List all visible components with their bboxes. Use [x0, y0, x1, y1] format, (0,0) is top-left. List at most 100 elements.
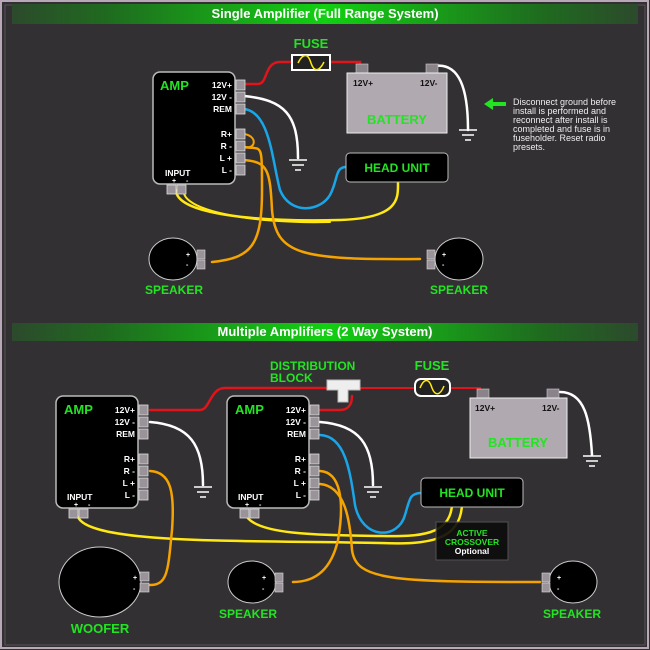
head-unit-1: HEAD UNIT: [345, 152, 449, 183]
amp-ground-wire: [242, 94, 300, 160]
speaker-plus: +: [186, 252, 190, 259]
head-unit-label: HEAD UNIT: [439, 486, 505, 500]
power-wire-amp1: [148, 386, 347, 412]
install-note: Disconnect ground before install is perf…: [513, 97, 619, 152]
head-unit-label: HEAD UNIT: [364, 161, 430, 175]
terminal-rem: REM: [213, 104, 232, 114]
arrow-left-icon: [484, 98, 506, 110]
battery-ground-wire: [432, 64, 470, 132]
speaker-wire-woofer: [148, 469, 174, 587]
input-plus: +: [74, 502, 78, 509]
terminal-l-minus: L -: [125, 490, 135, 500]
terminal-r-plus: R+: [124, 454, 135, 464]
signal-wire-a: [174, 181, 400, 222]
distribution-block-icon: [326, 379, 361, 403]
section1-banner: [12, 4, 638, 24]
speaker-wire-left: [291, 469, 343, 584]
ground-icon: [289, 159, 307, 171]
terminal-12v-plus: 12V+: [212, 80, 232, 90]
section2-title: Multiple Amplifiers (2 Way System): [217, 324, 432, 339]
section1-title: Single Amplifier (Full Range System): [211, 6, 438, 21]
input-label: INPUT: [165, 168, 191, 178]
battery-label: BATTERY: [488, 435, 548, 450]
speaker-wire-right: [242, 158, 422, 261]
terminal-r-plus: R+: [295, 454, 306, 464]
speaker-wire-right: [318, 482, 542, 584]
battery-neg-label: 12V-: [420, 78, 438, 88]
speaker-3: + - SPEAKER: [219, 560, 284, 621]
remote-wire: [318, 433, 422, 534]
input-label: INPUT: [67, 492, 93, 502]
woofer: + - WOOFER: [58, 546, 150, 636]
fuse-label: FUSE: [415, 358, 450, 373]
terminal-l-plus: L +: [294, 478, 306, 488]
ground-icon: [364, 486, 382, 498]
battery-2: 12V+ 12V- BATTERY: [469, 388, 568, 459]
battery-label: BATTERY: [367, 112, 427, 127]
terminal-12v-plus: 12V+: [286, 405, 306, 415]
speaker-label: SPEAKER: [543, 607, 601, 621]
terminal-12v-minus: 12V -: [212, 92, 232, 102]
signal-wire-woofer: [76, 503, 464, 545]
terminal-l-minus: L -: [296, 490, 306, 500]
terminal-rem: REM: [116, 429, 135, 439]
speaker-label: SPEAKER: [219, 607, 277, 621]
amp-label: AMP: [235, 402, 264, 417]
amp-1: AMP 12V+ 12V - REM R+ R - L + L - INPUT …: [152, 71, 246, 195]
crossover-optional: Optional: [455, 546, 489, 556]
battery-pos-label: 12V+: [353, 78, 373, 88]
input-plus: +: [245, 502, 249, 509]
ground-icon: [583, 455, 601, 467]
terminal-12v-minus: 12V -: [286, 417, 306, 427]
signal-wire-b: [182, 189, 331, 224]
head-unit-2: HEAD UNIT: [420, 477, 524, 508]
terminal-12v-plus: 12V+: [115, 405, 135, 415]
terminal-l-plus: L +: [123, 478, 135, 488]
terminal-rem: REM: [287, 429, 306, 439]
speaker-2: + - SPEAKER: [426, 237, 488, 297]
terminal-r-minus: R -: [124, 466, 136, 476]
input-minus: -: [88, 502, 91, 509]
speaker-4: + - SPEAKER: [541, 560, 601, 621]
fuse-label: FUSE: [294, 36, 329, 51]
speaker-minus: -: [442, 262, 445, 269]
power-wire-amp2: [318, 394, 354, 412]
speaker-plus: +: [442, 252, 446, 259]
amp-label: AMP: [160, 78, 189, 93]
ground-icon: [459, 129, 477, 141]
fuse-icon: [414, 378, 451, 397]
battery-1: 12V+ 12V- BATTERY: [346, 63, 448, 134]
woofer-label: WOOFER: [71, 621, 130, 636]
ground-wire-amp1: [148, 420, 205, 487]
speaker-plus: +: [133, 575, 137, 582]
terminal-r-minus: R -: [295, 466, 307, 476]
speaker-plus: +: [557, 575, 561, 582]
remote-wire: [242, 107, 347, 210]
crossover-label: ACTIVE: [456, 528, 488, 538]
section2-banner: [12, 323, 638, 341]
fuse-icon: [291, 54, 331, 71]
amp-woofer: AMP 12V+ 12V - REM R+ R - L + L - INPUT …: [55, 395, 149, 519]
battery-pos-label: 12V+: [475, 403, 495, 413]
speaker-plus: +: [262, 575, 266, 582]
ground-wire-amp2: [318, 420, 375, 487]
amp-speakers: AMP 12V+ 12V - REM R+ R - L + L - INPUT …: [226, 395, 320, 519]
battery-neg-label: 12V-: [542, 403, 560, 413]
speaker-minus: -: [186, 262, 189, 269]
speaker-minus: -: [133, 586, 136, 593]
input-plus: +: [172, 178, 176, 185]
speaker-label: SPEAKER: [145, 283, 203, 297]
speaker-minus: -: [557, 586, 560, 593]
active-crossover: ACTIVE CROSSOVER Optional: [435, 521, 509, 561]
speaker-1: + - SPEAKER: [145, 237, 206, 297]
ground-wire-battery: [558, 390, 594, 457]
speaker-wire-jumper: [243, 133, 255, 149]
distribution-block-label: DISTRIBUTION BLOCK: [270, 359, 359, 385]
power-wire: [242, 60, 362, 86]
speaker-label: SPEAKER: [430, 283, 488, 297]
terminal-r-minus: R -: [221, 141, 233, 151]
terminal-l-plus: L +: [220, 153, 232, 163]
